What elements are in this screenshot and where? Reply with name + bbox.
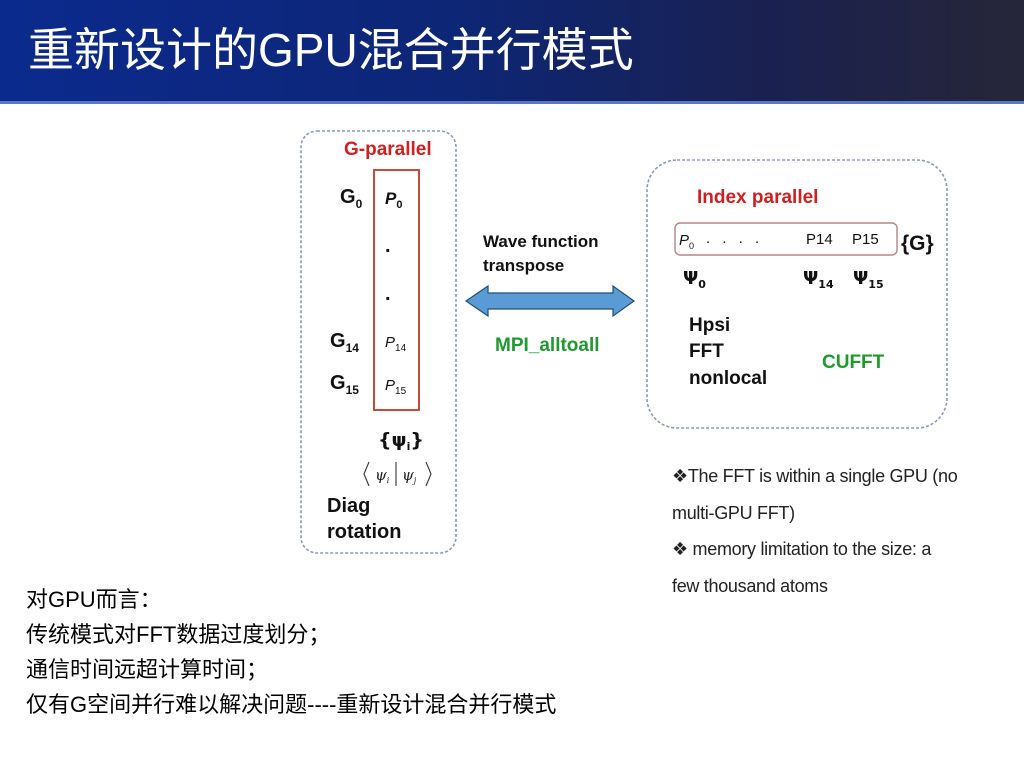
process-column-box <box>373 169 420 411</box>
title-divider <box>0 101 1024 104</box>
svg-text:G0: G0 <box>340 186 363 211</box>
transpose-label-line2: transpose <box>483 256 564 275</box>
note-line-4: few thousand atoms <box>672 575 828 596</box>
double-arrow <box>464 284 636 318</box>
title-bar: 重新设计的GPU混合并行模式 <box>0 0 1024 102</box>
body-line-4: 仅有G空间并行难以解决问题----重新设计混合并行模式 <box>26 692 557 717</box>
g-parallel-panel <box>300 130 457 554</box>
p-label-0: P0 <box>385 189 402 211</box>
slide-title: 重新设计的GPU混合并行模式 <box>28 24 634 76</box>
bracket-psi-j: ψj <box>402 466 417 485</box>
op-hpsi: Hpsi <box>689 315 730 336</box>
transpose-label-line1: Wave function <box>483 232 599 251</box>
row-p14: P14 <box>806 231 833 248</box>
diag-label: Diag <box>327 495 370 517</box>
p-label-14: P14 <box>385 334 407 354</box>
body-line-1: 对GPU而言： <box>26 587 162 612</box>
p-dot-1: . <box>385 235 391 257</box>
body-text-block: 对GPU而言： 传统模式对FFT数据过度划分； 通信时间远超计算时间； 仅有G空… <box>26 582 726 722</box>
index-parallel-label: Index parallel <box>697 187 818 208</box>
p-dot-2: . <box>385 283 391 305</box>
g-label-0: G0 <box>340 186 363 211</box>
psi-15-label: Ψ15 <box>853 268 884 291</box>
g-set-label: {G} <box>901 232 934 255</box>
psi-14-label: Ψ14 <box>803 268 834 291</box>
svg-text:G15: G15 <box>330 372 359 397</box>
g-parallel-label: G-parallel <box>344 139 432 160</box>
rotation-label: rotation <box>327 521 401 543</box>
bracket-psi-i: ψi <box>375 466 390 485</box>
op-fft: FFT <box>689 341 724 362</box>
note-line-1: ❖The FFT is within a single GPU (no <box>672 466 958 486</box>
notes-block: ❖The FFT is within a single GPU (no mult… <box>672 458 1017 604</box>
row-p15: P15 <box>852 231 879 248</box>
cufft-label: CUFFT <box>822 352 885 373</box>
svg-text:G14: G14 <box>330 330 359 355</box>
body-line-2: 传统模式对FFT数据过度划分； <box>26 622 331 647</box>
body-line-3: 通信时间远超计算时间； <box>26 657 269 682</box>
note-line-2: multi-GPU FFT) <box>672 502 795 523</box>
overlap-bracket <box>363 461 432 487</box>
p-label-15: P15 <box>385 377 407 397</box>
row-p0: P0 <box>679 232 694 251</box>
process-row-box <box>674 222 898 256</box>
g-label-15: G15 <box>330 372 359 397</box>
index-parallel-panel <box>646 159 948 429</box>
row-dots: . . . . <box>706 230 763 247</box>
psi-0-label: Ψ0 <box>683 268 706 291</box>
op-nonlocal: nonlocal <box>689 368 767 389</box>
psi-set-label: {ψi} <box>378 429 424 453</box>
mpi-alltoall-label: MPI_alltoall <box>495 335 600 356</box>
g-label-14: G14 <box>330 330 359 355</box>
note-line-3: ❖ memory limitation to the size: a <box>672 539 932 559</box>
